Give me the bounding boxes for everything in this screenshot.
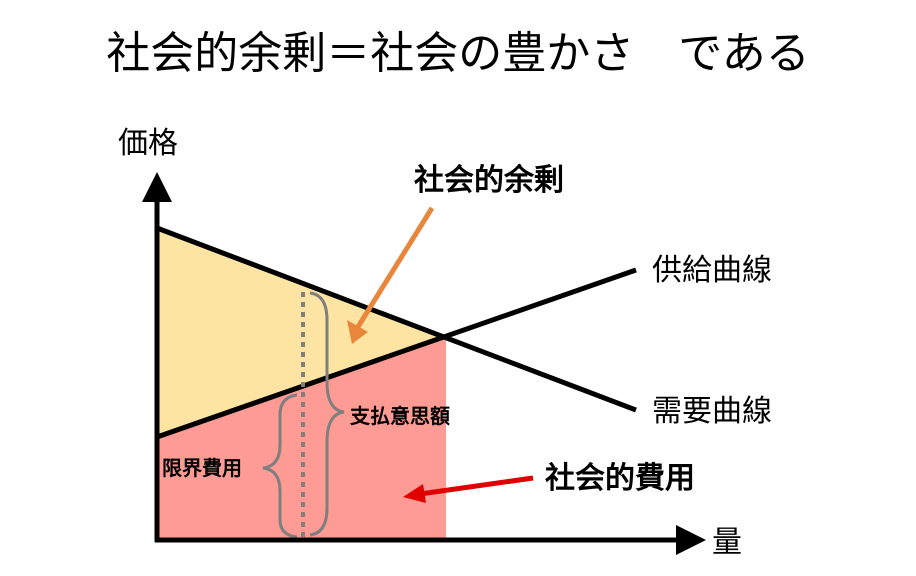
marginal-cost-label: 限界費用 <box>162 456 242 480</box>
social-surplus-arrow <box>353 206 435 332</box>
willingness-to-pay-brace <box>309 291 345 537</box>
marginal-cost-brace <box>262 393 298 539</box>
social-cost-region <box>157 336 446 540</box>
social-surplus-label: 社会的余剰 <box>414 163 564 198</box>
social-cost-arrow <box>419 475 534 497</box>
willingness-to-pay-label: 支払意思額 <box>350 404 450 428</box>
supply-curve <box>156 267 637 440</box>
supply-curve-label: 供給曲線 <box>652 253 772 288</box>
x-axis-label: 量 <box>712 525 742 560</box>
social-surplus-arrowhead <box>347 320 368 344</box>
y-axis-label: 価格 <box>118 126 178 161</box>
social-cost-label: 社会的費用 <box>545 461 695 496</box>
social-cost-arrowhead <box>403 484 426 503</box>
page-title: 社会的余剰＝社会の豊かさ である <box>106 28 810 79</box>
demand-curve <box>156 225 637 413</box>
demand-curve-label: 需要曲線 <box>652 394 772 429</box>
